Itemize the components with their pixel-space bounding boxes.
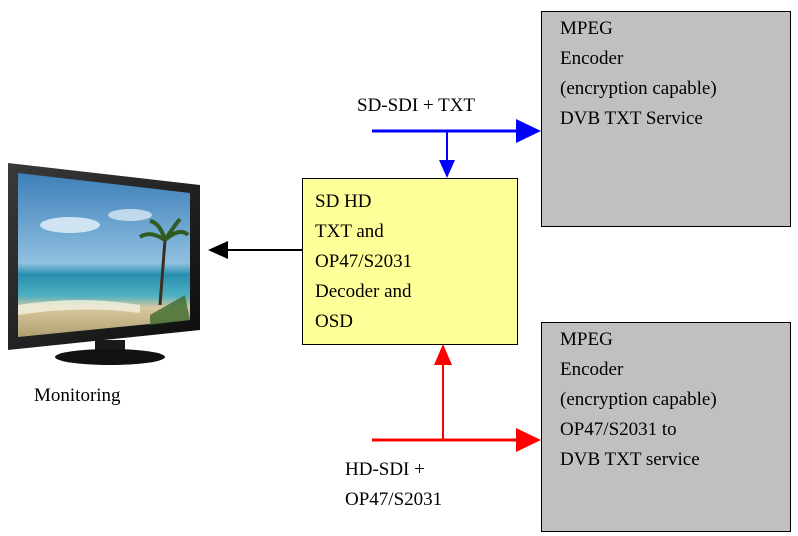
encoder-top-line: MPEG [560,18,613,39]
hd-input-label-line: HD-SDI + [345,459,425,480]
hd-to-encoder-arrowhead [516,428,541,452]
sd-input-label: SD-SDI + TXT [357,95,476,116]
encoder-bottom-line: OP47/S2031 to [560,419,677,440]
sd-to-encoder-arrowhead [516,119,541,143]
encoder-bottom-line: (encryption capable) [560,389,717,410]
decoder-line: OSD [315,311,354,332]
encoder-top-line: DVB TXT Service [560,108,703,129]
decoder-line: OP47/S2031 [315,251,413,272]
output-arrowhead [208,241,228,259]
decoder-box: SD HD TXT and OP47/S2031 Decoder and OSD [302,178,518,345]
encoder-bottom-box: MPEG Encoder (encryption capable) OP47/S… [541,322,791,532]
decoder-line: Decoder and [315,281,412,302]
encoder-top-line: Encoder [560,48,624,69]
encoder-bottom-line: MPEG [560,329,613,350]
hd-input-label: HD-SDI + OP47/S2031 [345,455,442,515]
encoder-bottom-line: DVB TXT service [560,449,700,470]
decoder-line: TXT and [315,221,384,242]
encoder-top-line: (encryption capable) [560,78,717,99]
sd-to-decoder-arrowhead [439,160,455,178]
hd-to-decoder-arrowhead [434,344,452,365]
hd-input-label-line: OP47/S2031 [345,489,443,510]
tv-monitor-icon [8,163,200,365]
encoder-top-box: MPEG Encoder (encryption capable) DVB TX… [541,11,791,227]
encoder-bottom-line: Encoder [560,359,624,380]
monitoring-label: Monitoring [34,385,121,406]
decoder-line: SD HD [315,191,372,212]
